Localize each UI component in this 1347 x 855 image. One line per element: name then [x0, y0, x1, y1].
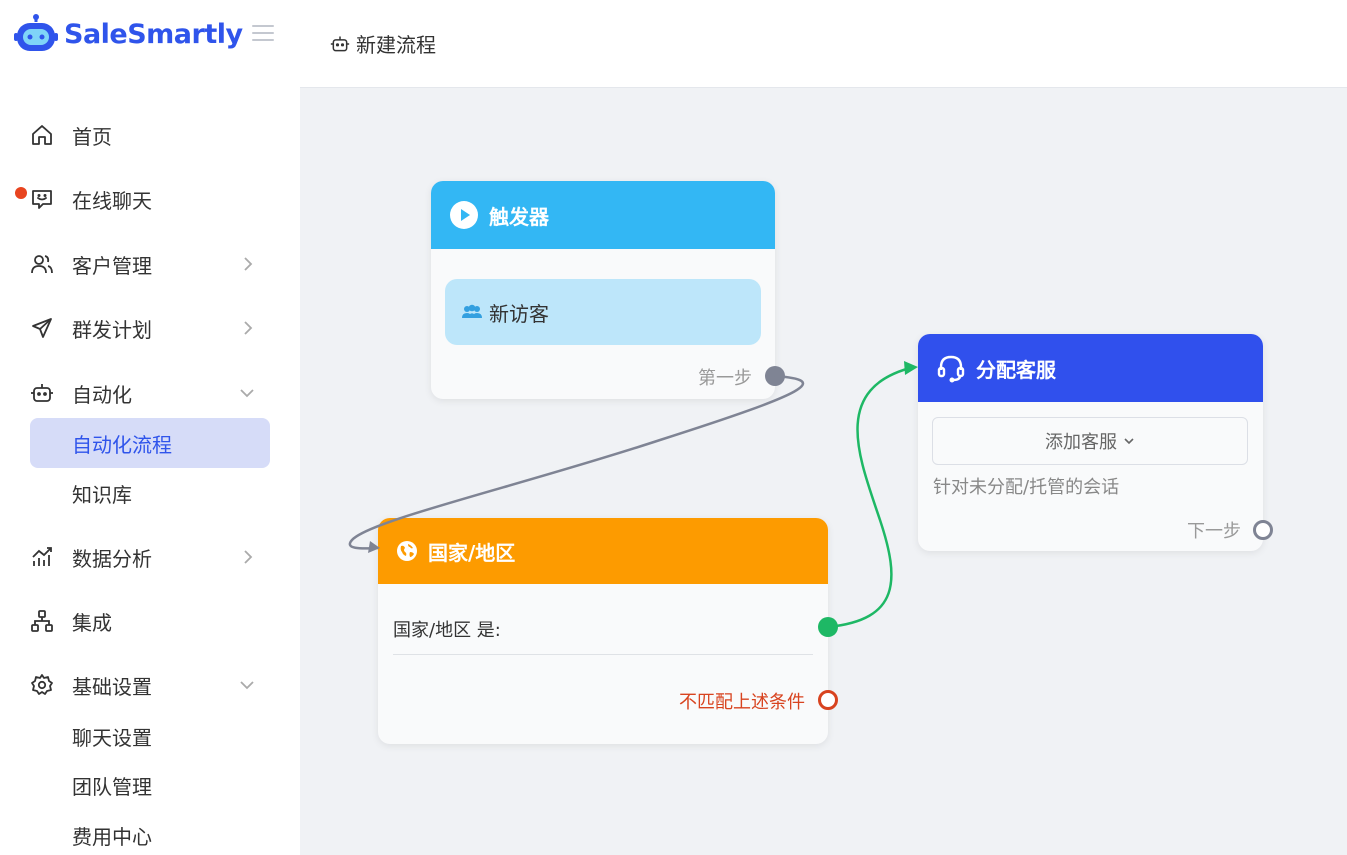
- sidebar-item-label: 自动化: [72, 382, 132, 407]
- sidebar-item-broadcast[interactable]: 群发计划: [0, 303, 300, 353]
- sidebar-item-label: 费用中心: [72, 824, 152, 849]
- users-group-icon: [462, 304, 482, 318]
- chat-icon: [30, 187, 54, 211]
- sidebar-item-settings[interactable]: 基础设置: [0, 660, 300, 710]
- sidebar-item-label: 团队管理: [72, 774, 152, 799]
- add-agent-select-label: 添加客服: [1045, 432, 1117, 453]
- chevron-right-icon: [244, 550, 253, 564]
- chevron-down-icon: [1124, 438, 1134, 445]
- page-header: 新建流程: [300, 0, 1347, 88]
- trigger-node-header[interactable]: 触发器: [431, 181, 775, 249]
- country-match-port[interactable]: [818, 617, 838, 637]
- country-node-title: 国家/地区: [428, 540, 516, 565]
- headset-icon: [936, 353, 966, 383]
- assign-node-header[interactable]: 分配客服: [918, 334, 1263, 402]
- country-node-header[interactable]: 国家/地区: [378, 518, 828, 584]
- trigger-tag-label: 新访客: [489, 301, 549, 326]
- integration-icon: [30, 609, 54, 633]
- logo[interactable]: SaleSmartly: [14, 12, 243, 56]
- country-fallback-port[interactable]: [818, 690, 838, 710]
- sidebar-item-analytics[interactable]: 数据分析: [0, 532, 300, 582]
- menu-toggle-icon[interactable]: [252, 25, 274, 46]
- sidebar-item-label: 聊天设置: [72, 725, 152, 750]
- assign-node-title: 分配客服: [976, 357, 1056, 382]
- brand-name: SaleSmartly: [64, 18, 243, 50]
- sidebar-item-label: 首页: [72, 124, 112, 149]
- chevron-right-icon: [244, 257, 253, 271]
- chart-icon: [30, 545, 54, 569]
- sidebar-item-label: 集成: [72, 610, 112, 635]
- divider: [393, 654, 813, 655]
- notification-dot: [15, 187, 27, 199]
- trigger-node[interactable]: 触发器 新访客 第一步: [431, 181, 775, 399]
- play-icon: [449, 200, 479, 230]
- sidebar-item-customers[interactable]: 客户管理: [0, 239, 300, 289]
- chevron-down-icon: [240, 389, 254, 398]
- sidebar-item-chat[interactable]: 在线聊天: [0, 174, 300, 224]
- trigger-node-title: 触发器: [489, 204, 549, 229]
- users-icon: [30, 252, 54, 276]
- robot-icon: [330, 36, 350, 51]
- trigger-tag-new-visitor[interactable]: 新访客: [445, 279, 761, 345]
- fallback-label: 不匹配上述条件: [679, 692, 805, 713]
- assign-output-port[interactable]: [1253, 520, 1273, 540]
- country-condition-label: 国家/地区 是:: [393, 620, 501, 641]
- trigger-output-port[interactable]: [765, 366, 785, 386]
- sidebar: SaleSmartly 首页 在线聊天 客户管理 群发计划: [0, 0, 300, 855]
- add-agent-select[interactable]: 添加客服: [932, 417, 1248, 465]
- chevron-right-icon: [244, 321, 253, 335]
- globe-icon: [396, 540, 418, 562]
- robot-logo-icon: [14, 14, 58, 51]
- sidebar-item-automation[interactable]: 自动化: [0, 368, 300, 418]
- sidebar-item-label: 客户管理: [72, 253, 152, 278]
- country-node[interactable]: 国家/地区 国家/地区 是: 不匹配上述条件: [378, 518, 828, 744]
- sidebar-item-label: 群发计划: [72, 317, 152, 342]
- sidebar-item-integration[interactable]: 集成: [0, 596, 300, 646]
- sidebar-item-label: 在线聊天: [72, 188, 152, 213]
- sidebar-item-billing[interactable]: 费用中心: [30, 810, 270, 855]
- sidebar-item-label: 数据分析: [72, 546, 152, 571]
- home-icon: [30, 123, 54, 147]
- sidebar-item-team[interactable]: 团队管理: [30, 760, 270, 810]
- send-icon: [30, 316, 54, 340]
- chevron-down-icon: [240, 681, 254, 690]
- sidebar-item-chat-settings[interactable]: 聊天设置: [30, 711, 270, 761]
- step-port-label: 第一步: [698, 368, 752, 389]
- gear-icon: [30, 673, 54, 697]
- page-title: 新建流程: [356, 33, 436, 57]
- next-step-port-label: 下一步: [1187, 521, 1241, 542]
- sidebar-item-label: 基础设置: [72, 674, 152, 699]
- sidebar-item-label: 自动化流程: [72, 432, 172, 457]
- sidebar-item-label: 知识库: [72, 482, 132, 507]
- sidebar-item-home[interactable]: 首页: [0, 110, 300, 160]
- assign-note: 针对未分配/托管的会话: [933, 477, 1120, 498]
- robot-icon: [30, 381, 54, 405]
- assign-agent-node[interactable]: 分配客服 添加客服 针对未分配/托管的会话 下一步: [918, 334, 1263, 551]
- sidebar-item-automation-flow[interactable]: 自动化流程: [30, 418, 270, 468]
- sidebar-item-knowledge-base[interactable]: 知识库: [30, 468, 270, 518]
